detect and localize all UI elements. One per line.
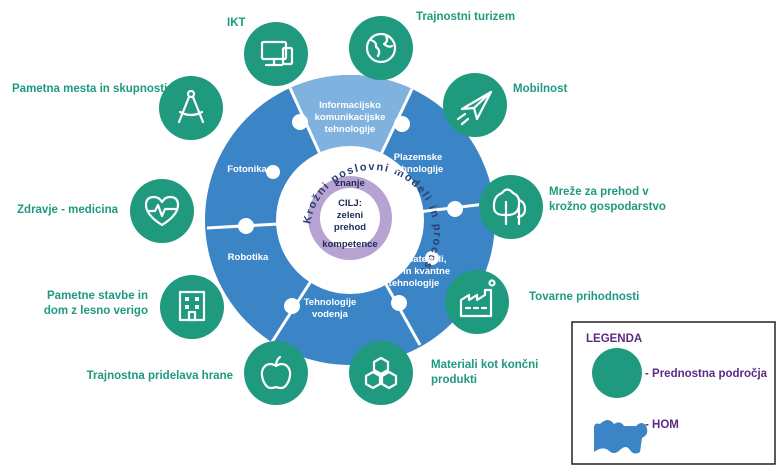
legend-item-priority: - Prednostna področja [645, 368, 768, 380]
core-inner [320, 188, 380, 248]
area-circle-mesta [159, 76, 223, 140]
legend-area-swatch [592, 348, 642, 398]
legend-item-hom: - HOM [645, 419, 679, 431]
heart-pulse-icon [144, 195, 180, 227]
area-circle-mreze [479, 175, 543, 239]
segment-label-vodenje-2: vodenja [312, 309, 349, 320]
segment-label-fotonika: Fotonika [227, 164, 267, 175]
trees-icon [492, 188, 527, 226]
segment-label-ikt-1: Informacijsko [319, 100, 381, 111]
segment-label-vodenje-1: Tehnologije [304, 297, 357, 308]
segment-label-novi-2: nano in kvantne [378, 266, 450, 277]
area-label-hrana: Trajnostna pridelava hrane [87, 370, 233, 382]
building-icon [178, 290, 206, 322]
cubes-icon [364, 356, 398, 390]
area-label-materiali-2: produkti [431, 374, 477, 386]
area-circle-tovarne [445, 270, 509, 334]
factory-icon [459, 279, 496, 318]
core-label-kompetence: kompetence [322, 239, 377, 250]
segment-label-plazemske-1: Plazemske [394, 152, 443, 163]
area-label-tovarne: Tovarne prihodnosti [529, 291, 639, 303]
area-label-stavbe-1: Pametne stavbe in [47, 290, 148, 302]
compass-icon [177, 89, 205, 124]
segment-label-robotika: Robotika [228, 252, 269, 263]
segment-label-novi-3: tehnologije [389, 278, 440, 289]
area-circle-materiali [349, 341, 413, 405]
area-label-mobilnost: Mobilnost [513, 83, 567, 95]
area-circle-hrana [244, 341, 308, 405]
area-circle-mobilnost [443, 73, 507, 137]
segment-label-ikt-3: tehnologije [325, 124, 376, 135]
core-label-prehod: prehod [334, 222, 366, 233]
area-circle-stavbe [160, 275, 224, 339]
segment-label-novi-1: Novi materiali, [382, 254, 447, 265]
area-circle-ikt [244, 22, 308, 86]
legend: LEGENDA - Prednostna področja - HOM [571, 321, 776, 465]
area-label-turizem: Trajnostni turizem [416, 11, 515, 23]
legend-title: LEGENDA [586, 333, 642, 345]
area-label-ikt: IKT [227, 17, 246, 29]
monitor-icon [260, 40, 294, 67]
core-label-znanje: znanje [335, 178, 365, 189]
segment-label-plazemske-2: tehnologije [393, 164, 444, 175]
area-label-zdravje: Zdravje - medicina [17, 204, 119, 216]
area-label-mreze-2: krožno gospodarstvo [549, 201, 666, 213]
segment-label-ikt-2: komunikacijske [315, 112, 386, 123]
legend-puzzle-swatch [594, 420, 648, 454]
globe-icon [365, 32, 397, 64]
core-label-zeleni: zeleni [337, 210, 363, 221]
area-label-mreze-1: Mreže za prehod v [549, 186, 649, 198]
area-label-mesta: Pametna mesta in skupnosti [12, 83, 167, 95]
area-circle-zdravje [130, 179, 194, 243]
puzzle-knobs [238, 114, 463, 314]
paper-plane-icon [456, 90, 493, 126]
area-circle-turizem [349, 16, 413, 80]
core-label-cilj: CILJ: [338, 198, 362, 209]
center-wheel: Krožni poslovni modeli in procesi [199, 69, 501, 371]
area-label-materiali-1: Materiali kot končni [431, 359, 538, 371]
apple-icon [260, 355, 292, 390]
area-label-stavbe-2: dom z lesno verigo [44, 305, 148, 317]
